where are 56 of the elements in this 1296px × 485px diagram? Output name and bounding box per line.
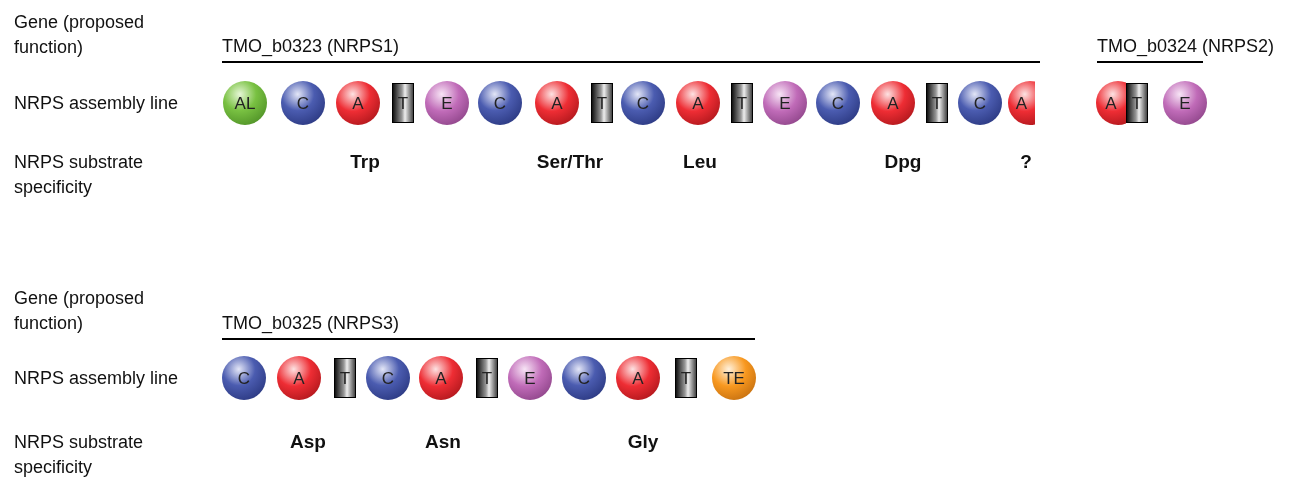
substrate-label: Trp xyxy=(350,150,380,174)
row-label: Gene (proposed function) xyxy=(14,287,146,335)
substrate-label: Leu xyxy=(683,150,717,174)
domain-label: A xyxy=(1015,94,1028,112)
domain-label: E xyxy=(441,94,453,112)
domain-label: A xyxy=(692,94,704,112)
domain-label: C xyxy=(973,94,987,112)
row-label: NRPS assembly line xyxy=(14,92,180,115)
row-label: NRPS assembly line xyxy=(14,367,180,390)
domain-label: C xyxy=(636,94,650,112)
thiolation-domain-box xyxy=(392,83,414,123)
substrate-label: Dpg xyxy=(884,150,922,174)
domain-label: T xyxy=(931,94,943,112)
substrate-label: Ser/Thr xyxy=(536,150,604,174)
domain-label: A xyxy=(293,369,305,387)
substrate-label: Gly xyxy=(627,430,659,454)
thiolation-domain-box xyxy=(476,358,498,398)
domain-label: AL xyxy=(234,94,256,112)
domain-label: E xyxy=(1179,94,1191,112)
thiolation-domain-box xyxy=(675,358,697,398)
domain-label: C xyxy=(577,369,591,387)
gene-name: TMO_b0324 (NRPS2) xyxy=(1097,35,1275,57)
row-label: NRPS substrate specificity xyxy=(14,151,145,199)
domain-label: A xyxy=(887,94,899,112)
domain-label: E xyxy=(779,94,791,112)
thiolation-domain-box xyxy=(334,358,356,398)
substrate-label: Asn xyxy=(425,430,461,454)
row-label: Gene (proposed function) xyxy=(14,11,146,59)
substrate-label: Asp xyxy=(290,430,326,454)
domain-label: T xyxy=(339,369,351,387)
domain-label: T xyxy=(397,94,409,112)
domain-label: C xyxy=(831,94,845,112)
domain-label: A xyxy=(435,369,447,387)
gene-name: TMO_b0323 (NRPS1) xyxy=(222,35,400,57)
domain-label: T xyxy=(1131,94,1143,112)
substrate-label: ? xyxy=(1020,150,1032,174)
domain-label: T xyxy=(736,94,748,112)
thiolation-domain-box xyxy=(1126,83,1148,123)
domain-label: A xyxy=(1105,94,1117,112)
domain-label: A xyxy=(551,94,563,112)
domain-label: TE xyxy=(723,369,745,387)
thiolation-domain-box xyxy=(731,83,753,123)
domain-label: C xyxy=(493,94,507,112)
gene-name: TMO_b0325 (NRPS3) xyxy=(222,312,400,334)
domain-label: T xyxy=(596,94,608,112)
domain-label: C xyxy=(296,94,310,112)
domain-label: T xyxy=(680,369,692,387)
domain-label: C xyxy=(237,369,251,387)
domain-label: A xyxy=(352,94,364,112)
domain-label: T xyxy=(481,369,493,387)
domain-label: C xyxy=(381,369,395,387)
thiolation-domain-box xyxy=(926,83,948,123)
row-label: NRPS substrate specificity xyxy=(14,431,145,479)
thiolation-domain-box xyxy=(591,83,613,123)
domain-label: A xyxy=(632,369,644,387)
domain-label: E xyxy=(524,369,536,387)
